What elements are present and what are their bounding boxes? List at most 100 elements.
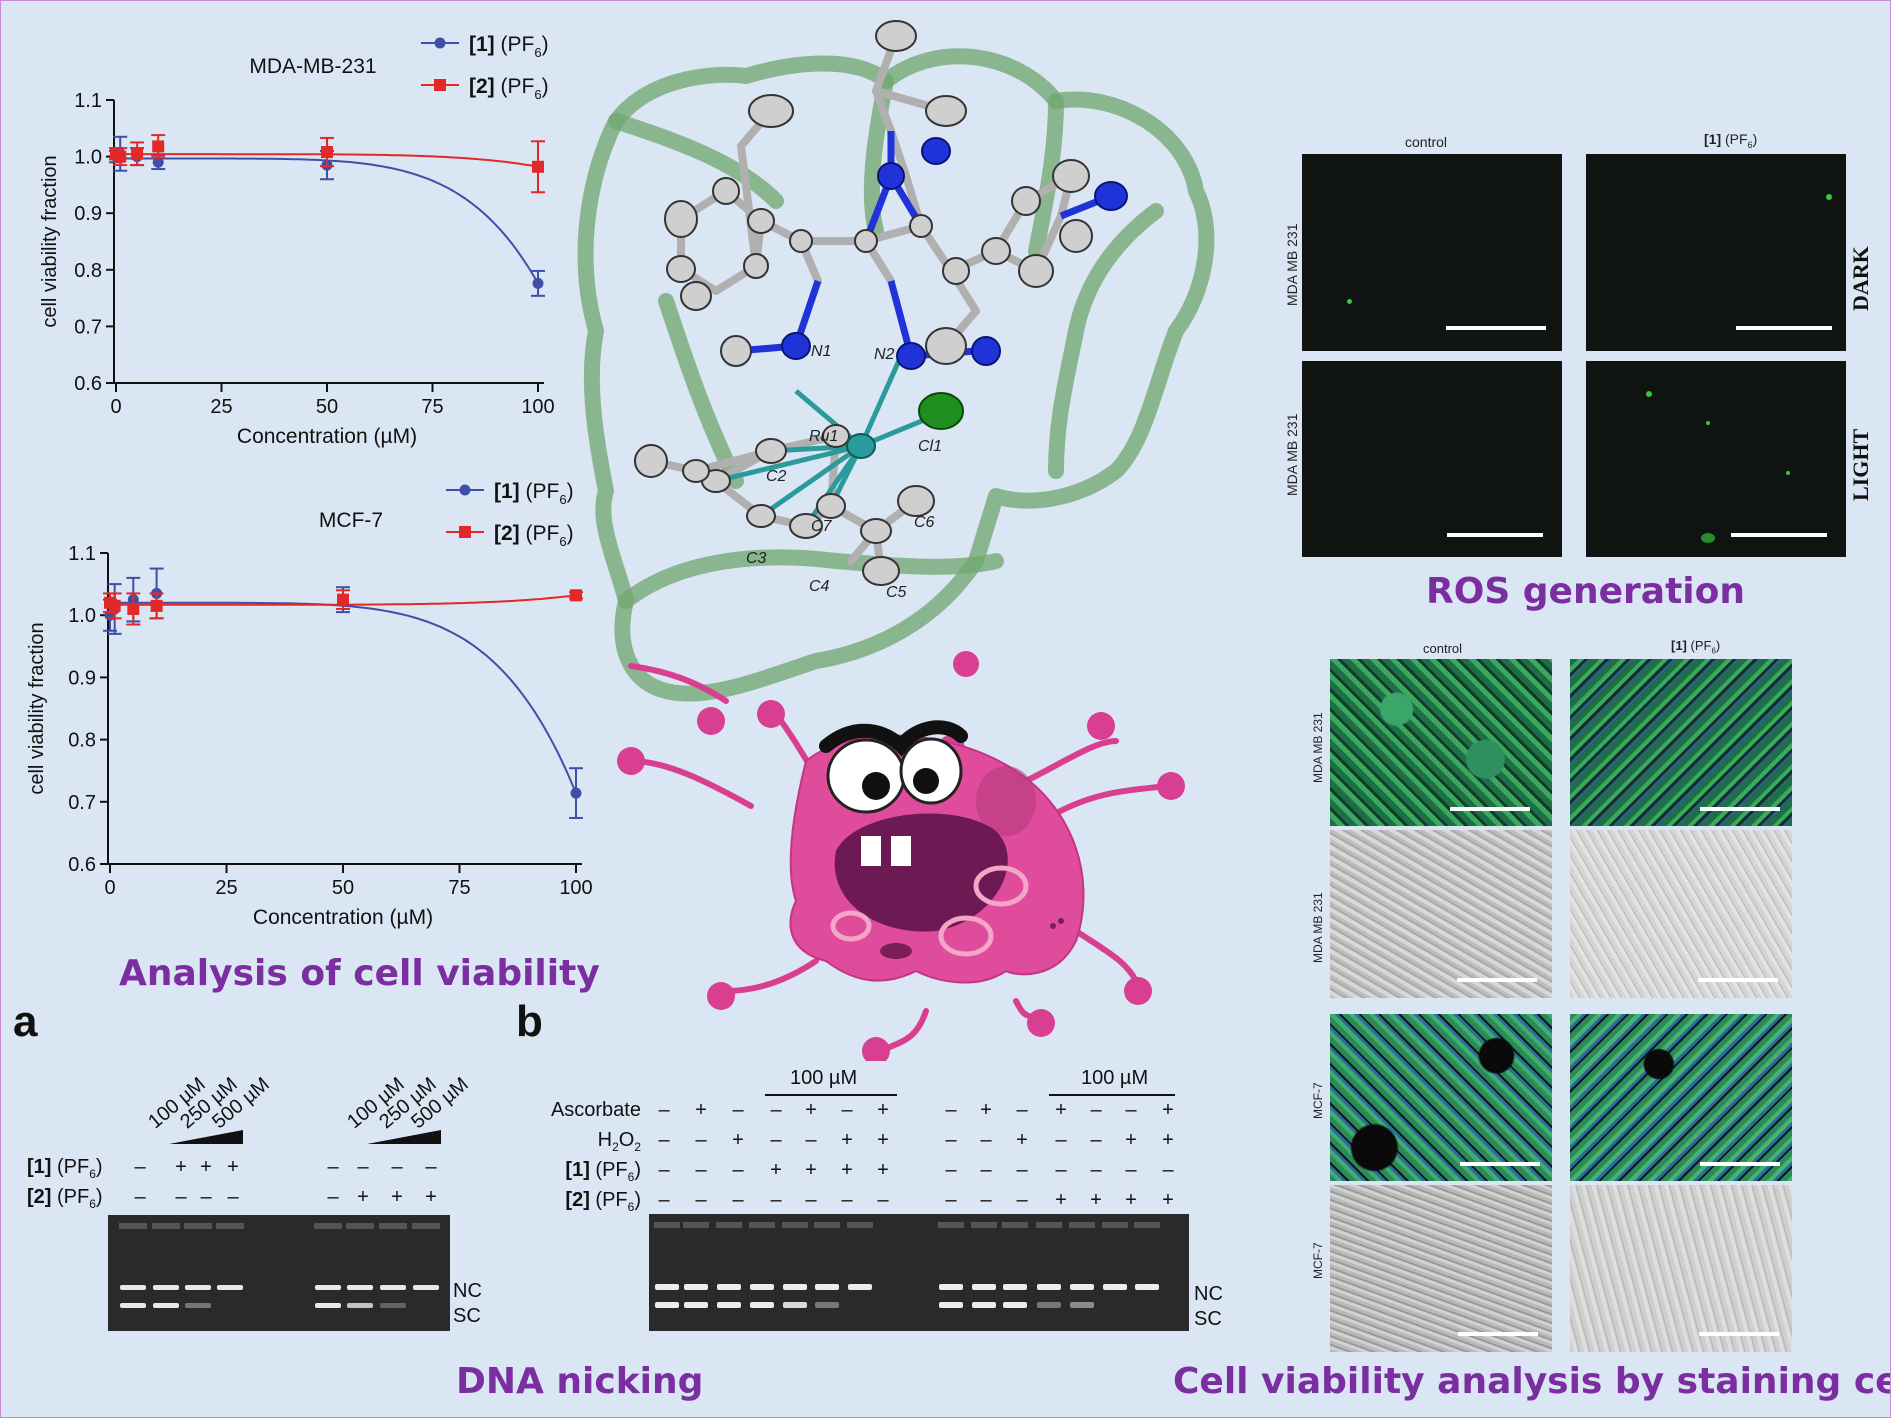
- gel-b-row-label: H2O2: [597, 1129, 641, 1154]
- gel-well: [412, 1223, 440, 1229]
- gel-a-sign: –: [425, 1156, 437, 1178]
- gel-a-sc-label: SC: [453, 1305, 481, 1327]
- ros-col-control: control: [1405, 134, 1448, 150]
- gel-a-sign: +: [357, 1186, 369, 1208]
- gel-well: [847, 1222, 873, 1228]
- gel-well: [216, 1223, 244, 1229]
- dna-section-title: DNA nicking: [456, 1361, 704, 1402]
- gel-b-sign: +: [1055, 1099, 1067, 1121]
- gel-band-nc: [1003, 1284, 1027, 1290]
- gel-b-sign: +: [841, 1129, 853, 1151]
- gel-band-sc: [1070, 1302, 1094, 1308]
- stain-image-bright-mcf-compound: [1570, 1185, 1792, 1352]
- atom-label-ru1: Ru1: [809, 428, 838, 445]
- x-tick-label: 100: [521, 396, 554, 418]
- gel-band-sc: [717, 1302, 741, 1308]
- data-point: [127, 602, 140, 615]
- stain-image-bright-mda-control: [1330, 830, 1552, 998]
- gel-b-sign: +: [770, 1159, 782, 1181]
- gel-a-row-label: [1] (PF6): [27, 1156, 103, 1181]
- gel-well: [749, 1222, 775, 1228]
- ros-image-dark-control: [1302, 154, 1562, 351]
- gel-b-sign: –: [695, 1159, 707, 1181]
- gel-b-sign: –: [658, 1129, 670, 1151]
- data-point: [152, 156, 164, 168]
- gel-band-sc: [684, 1302, 708, 1308]
- stain-image-fluor-mcf-control: [1330, 1014, 1552, 1181]
- gel-b-sign: –: [945, 1129, 957, 1151]
- gel-b-sign: +: [695, 1099, 707, 1121]
- gel-b-sign: –: [1090, 1099, 1102, 1121]
- gel-a-sign: +: [175, 1156, 187, 1178]
- x-axis-label: Concentration (µM): [253, 906, 433, 929]
- ros-image-light-compound: [1586, 361, 1846, 557]
- gel-b-sign: –: [658, 1159, 670, 1181]
- gel-b-sign: –: [770, 1189, 782, 1211]
- gel-well: [1134, 1222, 1160, 1228]
- legend-marker: [459, 484, 471, 496]
- ros-light-label: LIGHT: [1848, 428, 1873, 501]
- y-tick-label: 1.0: [74, 147, 102, 169]
- staining-section-title: Cell viability analysis by staining cell…: [1173, 1361, 1891, 1402]
- atom-label-c7: C7: [811, 518, 833, 535]
- gel-a-row-label: [2] (PF6): [27, 1186, 103, 1211]
- gel-band-nc: [783, 1284, 807, 1290]
- gel-b-sign: +: [980, 1099, 992, 1121]
- data-point: [150, 599, 163, 612]
- gel-b-sign: –: [695, 1189, 707, 1211]
- gel-band-nc: [185, 1285, 211, 1290]
- gel-b-sign: –: [1090, 1129, 1102, 1151]
- gel-band-sc: [972, 1302, 996, 1308]
- gel-well: [379, 1223, 407, 1229]
- legend-marker: [434, 37, 446, 49]
- gel-b-sign: +: [877, 1159, 889, 1181]
- gel-well: [1002, 1222, 1028, 1228]
- gel-b-conc-right: 100 µM: [1081, 1067, 1149, 1089]
- data-point: [570, 787, 582, 799]
- gel-b-sign: –: [945, 1099, 957, 1121]
- gel-band-nc: [347, 1285, 373, 1290]
- legend-marker: [434, 79, 446, 91]
- gel-b-sign: +: [805, 1099, 817, 1121]
- gel-b-row-label: [2] (PF6): [565, 1189, 641, 1214]
- gel-band-sc: [783, 1302, 807, 1308]
- stain-image-bright-mda-compound: [1570, 830, 1792, 998]
- data-point: [570, 589, 582, 602]
- gel-b-row-label: Ascorbate: [550, 1099, 641, 1121]
- gel-b-sign: +: [1090, 1189, 1102, 1211]
- gel-band-nc: [1103, 1284, 1127, 1290]
- y-tick-label: 0.8: [68, 730, 96, 752]
- y-tick-label: 0.6: [68, 854, 96, 876]
- gel-well: [814, 1222, 840, 1228]
- staining-row-label-4: MCF-7: [1311, 1242, 1325, 1279]
- atom-label-c6: C6: [914, 514, 935, 531]
- x-tick-label: 25: [210, 396, 232, 418]
- gel-b-sign: –: [980, 1189, 992, 1211]
- stain-image-fluor-mcf-compound: [1570, 1014, 1792, 1181]
- gel-b-sign: –: [1090, 1159, 1102, 1181]
- y-axis-label: cell viability fraction: [39, 155, 61, 327]
- metal-bonds: [715, 354, 947, 528]
- panel-label-a: a: [13, 997, 38, 1046]
- gel-b-sign: –: [658, 1099, 670, 1121]
- legend-marker: [459, 526, 471, 538]
- y-tick-label: 1.1: [74, 90, 102, 112]
- y-axis-label: cell viability fraction: [26, 622, 48, 794]
- staining-row-label-3: MCF-7: [1311, 1082, 1325, 1119]
- gel-b-sign: –: [945, 1189, 957, 1211]
- staining-row-label-2: MDA MB 231: [1311, 892, 1325, 963]
- structure-illustration: N1 N2 Ru1 Cl1 C2 C7 C6 C3 C4 C5: [577, 20, 1215, 1061]
- gel-a-sign: +: [200, 1156, 212, 1178]
- data-point: [131, 147, 144, 160]
- y-tick-label: 0.7: [68, 792, 96, 814]
- gel-band-nc: [120, 1285, 146, 1290]
- x-tick-label: 75: [448, 877, 470, 899]
- x-tick-label: 75: [421, 396, 443, 418]
- gel-band-nc: [750, 1284, 774, 1290]
- staining-col-control: control: [1423, 641, 1463, 656]
- panel-label-b: b: [516, 997, 543, 1046]
- gel-b-sign: –: [1055, 1159, 1067, 1181]
- x-axis-label: Concentration (µM): [237, 425, 417, 448]
- gel-b-image: [649, 1214, 1189, 1331]
